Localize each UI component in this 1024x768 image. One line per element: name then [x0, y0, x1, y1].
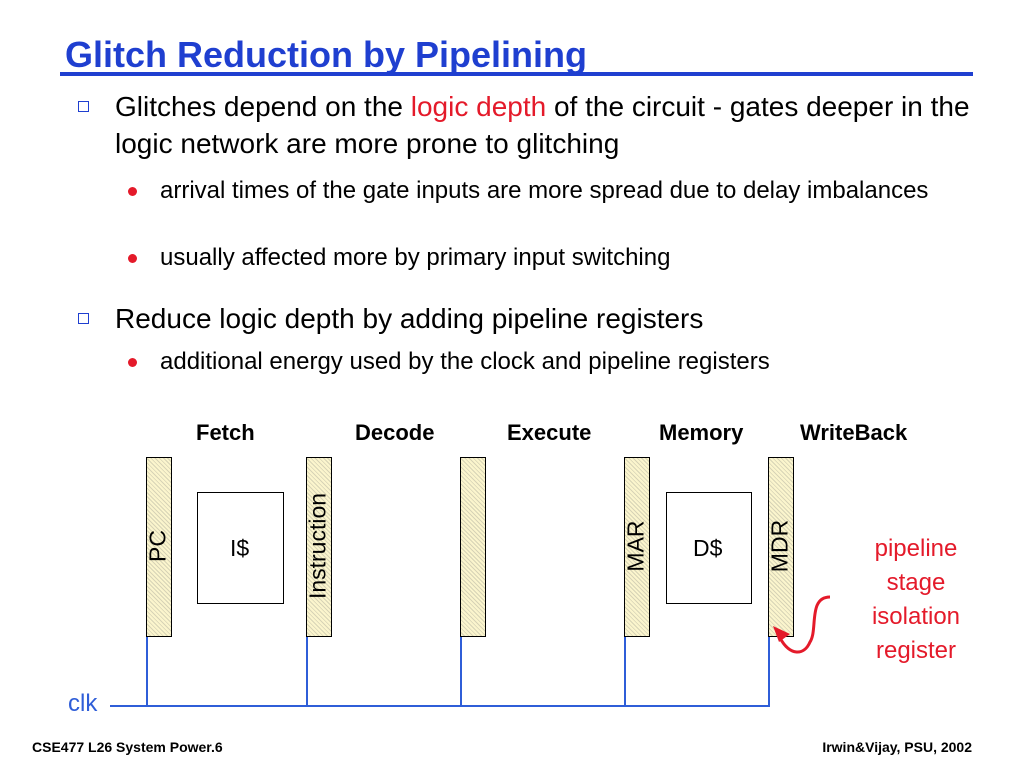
stage-decode: Decode — [355, 420, 435, 445]
subbullet-energy: additional energy used by the clock and … — [128, 347, 960, 377]
stage-execute: Execute — [507, 420, 592, 445]
register-mar-label: MAR — [622, 520, 649, 572]
register-instruction-label: Instruction — [304, 492, 331, 600]
bullet-text-pre: Glitches depend on the — [115, 91, 411, 122]
bullet-text: Reduce logic depth by adding pipeline re… — [115, 303, 704, 334]
register-execute — [460, 457, 486, 637]
register-instruction — [306, 457, 332, 637]
clk-label: clk — [68, 690, 98, 717]
annotation-arrow-icon — [773, 595, 831, 654]
footer-course: CSE477 L26 System Power.6 — [32, 739, 223, 755]
stage-memory: Memory — [659, 420, 744, 445]
instruction-cache — [197, 492, 284, 604]
data-cache — [666, 492, 752, 604]
round-bullet-icon — [128, 187, 137, 196]
bullet-glitches: Glitches depend on the logic depth of th… — [78, 88, 975, 162]
clk-wire-mdr — [768, 636, 770, 706]
subbullet-text: usually affected more by primary input s… — [160, 244, 671, 271]
bullet-text-post: of the circuit - gates deeper in the log… — [115, 91, 970, 159]
clk-bus — [110, 705, 770, 707]
round-bullet-icon — [128, 358, 137, 367]
clk-wire-mar — [624, 636, 626, 706]
register-mar — [624, 457, 650, 637]
round-bullet-icon — [128, 254, 137, 263]
subbullet-primary-input: usually affected more by primary input s… — [128, 243, 960, 273]
subbullet-text: additional energy used by the clock and … — [160, 348, 770, 375]
highlight-logic-depth: logic depth — [410, 91, 547, 122]
register-pc-label: PC — [144, 530, 171, 562]
clk-wire-ir — [306, 636, 308, 706]
subbullet-text: arrival times of the gate inputs are mor… — [160, 177, 929, 204]
bullet-reduce-depth: Reduce logic depth by adding pipeline re… — [78, 300, 975, 337]
register-mdr — [768, 457, 794, 637]
footer-credit: Irwin&Vijay, PSU, 2002 — [822, 739, 972, 755]
title-underline — [60, 72, 973, 76]
slide-title: Glitch Reduction by Pipelining — [65, 34, 588, 75]
isolation-register-note: pipeline stage isolation register — [871, 535, 961, 664]
clk-wire-ex — [460, 636, 462, 706]
square-bullet-icon — [78, 313, 89, 324]
instruction-cache-label: I$ — [230, 535, 250, 561]
register-mdr-label: MDR — [766, 519, 793, 573]
subbullet-arrival: arrival times of the gate inputs are mor… — [128, 176, 960, 206]
clk-wire-pc — [146, 636, 148, 706]
data-cache-label: D$ — [693, 535, 723, 561]
stage-fetch: Fetch — [196, 420, 255, 445]
register-pc — [146, 457, 172, 637]
stage-writeback: WriteBack — [800, 420, 908, 445]
square-bullet-icon — [78, 101, 89, 112]
